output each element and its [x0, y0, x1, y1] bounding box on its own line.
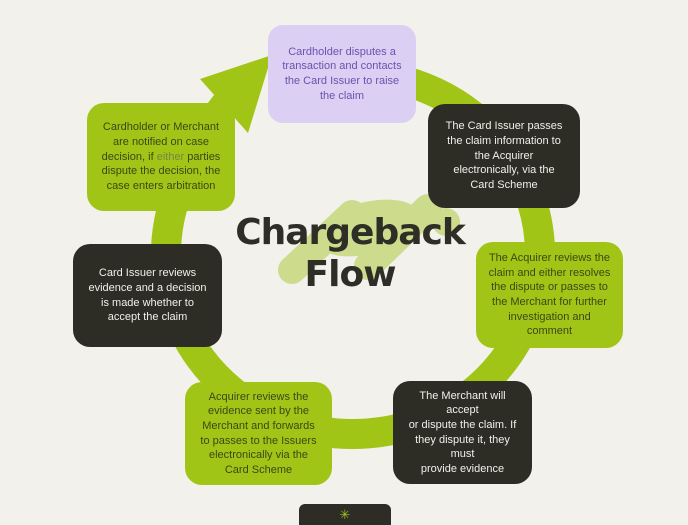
diagram-title: Chargeback Flow — [185, 212, 515, 296]
node-acquirer-forwards-evidence: Acquirer reviews the evidence sent by th… — [185, 382, 332, 485]
node-issuer-reviews-evidence: Card Issuer reviews evidence and a decis… — [73, 244, 222, 347]
node-text: The Acquirer reviews the claim and eithe… — [488, 252, 611, 338]
node-text: The Merchant will accept or dispute the … — [408, 389, 517, 475]
node-cardholder-dispute: Cardholder disputes a transaction and co… — [268, 25, 416, 123]
watermark-badge[interactable]: ✳ — [299, 504, 391, 525]
node-text: The Card Issuer passes the claim informa… — [445, 120, 563, 191]
node-text: Cardholder or Merchant are notified on c… — [102, 120, 221, 193]
node-text: Cardholder disputes a transaction and co… — [282, 45, 402, 102]
node-text-after: parties dispute the decision, the case e… — [101, 150, 221, 192]
node-parties-notified: Cardholder or Merchant are notified on c… — [87, 103, 235, 211]
node-issuer-passes-claim: The Card Issuer passes the claim informa… — [428, 104, 580, 208]
title-line-2: Flow — [304, 253, 397, 295]
node-text: Card Issuer reviews evidence and a decis… — [88, 267, 207, 324]
node-merchant-accept-or-dispute: The Merchant will accept or dispute the … — [393, 381, 532, 484]
turtle-doodle-icon — [278, 194, 460, 284]
node-text-before: Cardholder or Merchant are notified on c… — [101, 121, 220, 163]
node-text: Acquirer reviews the evidence sent by th… — [200, 390, 317, 476]
title-line-1: Chargeback — [235, 212, 466, 253]
node-acquirer-reviews-claim: The Acquirer reviews the claim and eithe… — [476, 242, 623, 348]
leaf-icon: ✳ — [339, 507, 351, 522]
node-text-highlight: either — [156, 150, 185, 163]
